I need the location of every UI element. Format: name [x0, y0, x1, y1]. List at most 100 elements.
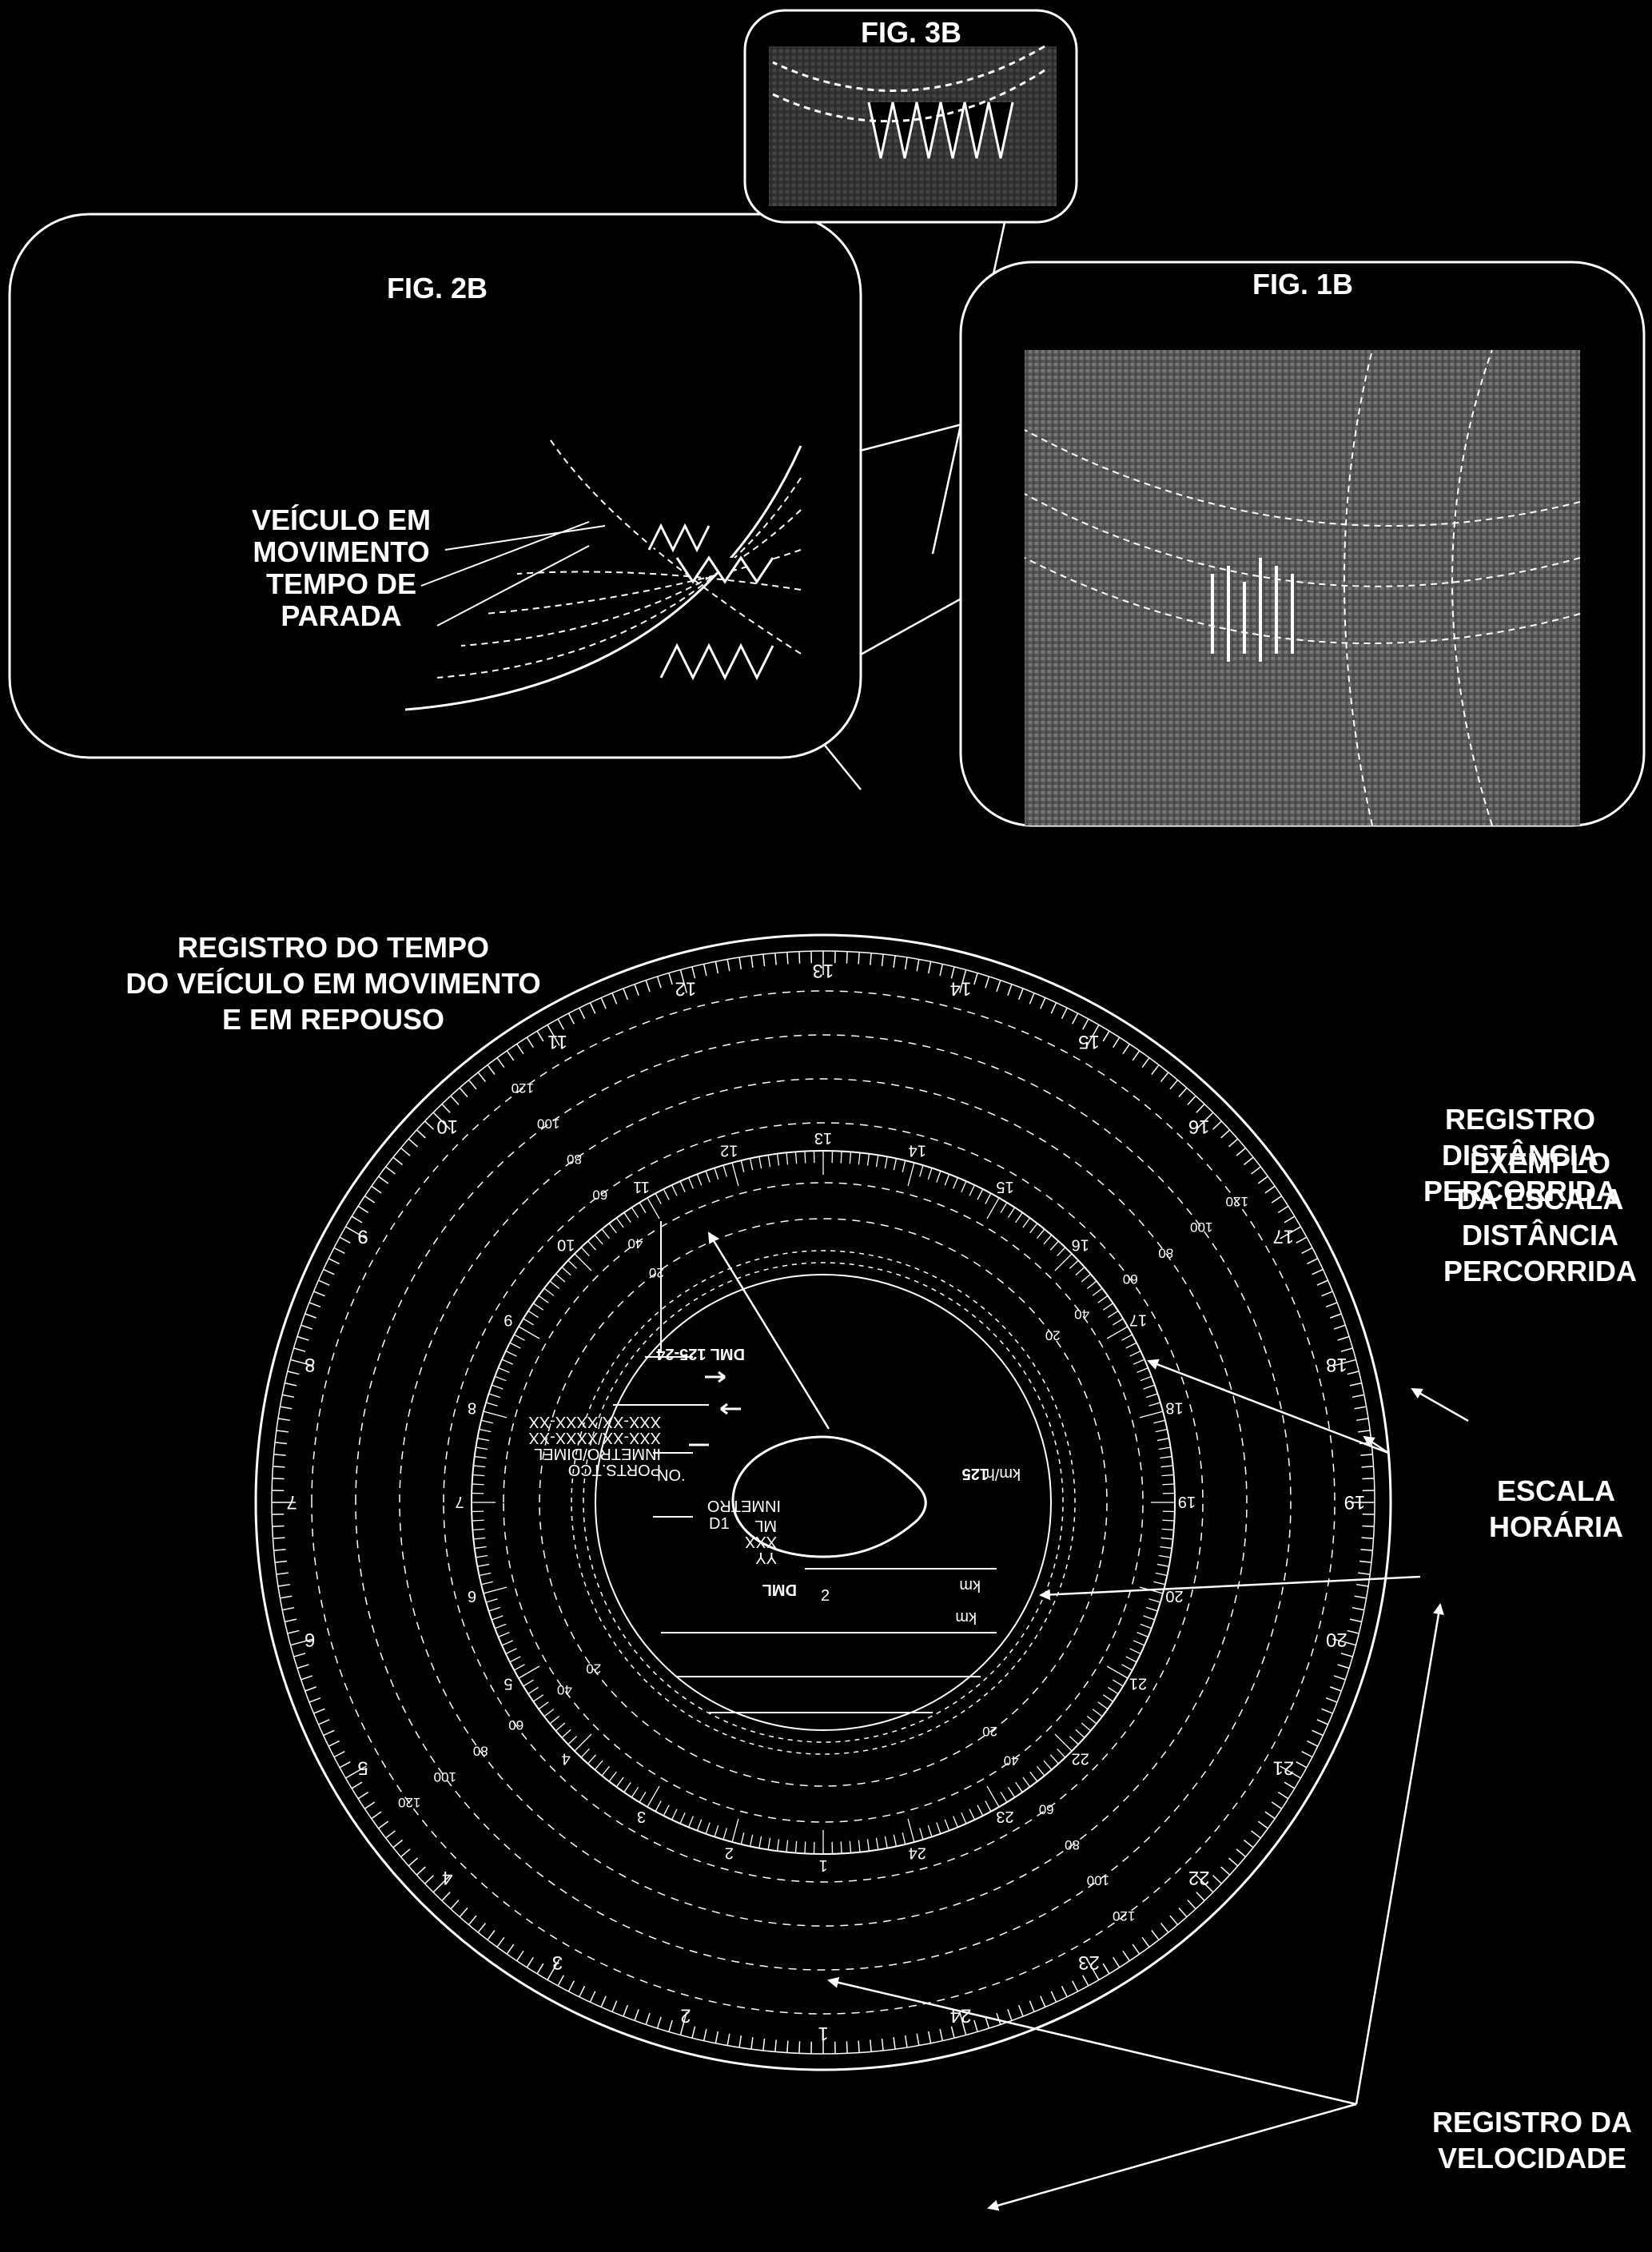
tick-mark	[476, 1446, 488, 1450]
tick-mark	[1086, 1715, 1097, 1725]
tick-mark	[1057, 1748, 1066, 1758]
tick-mark	[357, 1792, 369, 1800]
hour-label: 19	[1344, 1491, 1366, 1513]
tick-mark	[276, 1572, 289, 1575]
fig2b-frame	[8, 213, 862, 759]
tick-mark	[884, 1836, 888, 1848]
tick-mark	[1356, 1583, 1369, 1587]
tick-mark	[1196, 1112, 1214, 1130]
hour-label: 23	[1078, 1952, 1100, 1973]
tick-mark	[526, 1956, 534, 1968]
tick-mark	[1086, 1280, 1097, 1290]
speed-label: 40	[557, 1682, 572, 1697]
tick-mark	[1220, 1129, 1231, 1139]
tick-mark	[961, 1180, 967, 1193]
hour-label: 15	[1078, 1031, 1100, 1052]
tick-mark	[1196, 1892, 1205, 1901]
tick-mark	[884, 1156, 888, 1169]
label-time-line2: DO VEÍCULO EM MOVIMENTO	[125, 967, 540, 1000]
tick-mark	[950, 966, 955, 979]
fig1b-traces	[1211, 558, 1294, 662]
tick-mark	[1347, 1629, 1359, 1634]
tick-mark	[907, 1818, 915, 1843]
tick-mark	[723, 1828, 727, 1840]
tick-mark	[549, 1280, 560, 1290]
tick-mark	[514, 1334, 525, 1341]
tick-mark	[488, 1393, 501, 1399]
tick-mark	[1187, 1095, 1196, 1105]
tick-mark	[297, 1664, 309, 1669]
tick-mark	[1351, 1394, 1364, 1399]
tick-mark	[287, 1629, 300, 1634]
tick-mark	[1296, 1761, 1308, 1769]
tick-mark	[547, 1959, 560, 1980]
tick-mark	[1316, 1719, 1328, 1725]
tick-mark	[645, 980, 651, 993]
tick-mark	[1312, 1268, 1324, 1275]
tick-mark	[1113, 1679, 1124, 1687]
hour-label: 8	[305, 1354, 315, 1375]
tick-mark	[474, 1546, 487, 1550]
label-scale-line2: DA ESCALA	[1457, 1183, 1624, 1216]
tick-mark	[536, 1030, 544, 1042]
tick-mark	[479, 1572, 492, 1577]
tick-mark	[555, 1273, 566, 1283]
speed-label: 40	[1004, 1753, 1019, 1769]
tick-mark	[561, 1729, 571, 1738]
fig2b-label-2: MOVIMENTO	[253, 535, 429, 568]
hour-label-inner: 19	[1178, 1493, 1196, 1510]
tick-mark	[858, 1152, 861, 1165]
tick-mark	[1072, 1013, 1079, 1025]
tick-mark	[663, 1804, 670, 1816]
tick-mark	[543, 1287, 555, 1296]
tick-mark	[506, 1050, 515, 1061]
label-hourly: ESCALA HORÁRIA	[1489, 1474, 1623, 1543]
tick-mark	[1015, 1212, 1023, 1223]
tick-mark	[726, 2033, 730, 2046]
tick-mark	[1113, 1318, 1124, 1326]
tick-mark	[655, 1800, 662, 1812]
tick-mark	[840, 1841, 842, 1854]
tick-mark	[798, 951, 801, 964]
plate-km-box: km	[959, 1577, 981, 1594]
tick-mark	[804, 1151, 806, 1164]
tick-mark	[1082, 1975, 1089, 1987]
arrow-hourly	[1363, 1435, 1389, 1454]
tick-mark	[959, 969, 967, 993]
tick-mark	[277, 1418, 290, 1422]
speed-ring-60	[443, 1122, 1204, 1883]
label-hourly-line1: ESCALA	[1497, 1474, 1615, 1507]
plate-two: 2	[821, 1587, 830, 1605]
tick-mark	[1169, 1079, 1179, 1090]
hour-label-inner: 16	[1072, 1235, 1089, 1253]
hour-label: 14	[950, 978, 972, 1000]
tick-mark	[1061, 1007, 1068, 1019]
tick-mark	[557, 1975, 564, 1987]
tick-mark	[549, 1715, 560, 1725]
tick-mark	[392, 1839, 404, 1848]
label-distance-line1: REGISTRO	[1445, 1103, 1595, 1136]
tick-mark	[523, 1318, 534, 1326]
tick-mark	[487, 1064, 496, 1075]
tick-mark	[904, 2035, 908, 2048]
tick-mark	[671, 1808, 678, 1820]
hour-label-inner: 8	[468, 1399, 476, 1416]
tick-mark	[671, 1184, 678, 1196]
tick-mark	[477, 1922, 487, 1933]
tick-mark	[679, 1180, 686, 1193]
tick-mark	[476, 1554, 488, 1558]
fig2b-panel: VEÍCULO EM MOVIMENTO TEMPO DE PARADA FIG…	[8, 213, 862, 759]
tick-mark	[1361, 1466, 1374, 1468]
tick-mark	[1243, 1839, 1254, 1848]
tick-mark	[468, 1915, 477, 1926]
tick-mark	[1050, 1991, 1057, 2003]
tick-mark	[1029, 1223, 1038, 1234]
tick-mark	[703, 2028, 707, 2041]
hour-label-inner: 15	[996, 1178, 1013, 1196]
fig1b-photo	[1025, 350, 1580, 826]
tick-mark	[505, 1648, 517, 1655]
fig2b-title: FIG. 2B	[387, 272, 488, 304]
tick-mark	[1158, 1554, 1171, 1558]
tick-mark	[1108, 1686, 1119, 1695]
